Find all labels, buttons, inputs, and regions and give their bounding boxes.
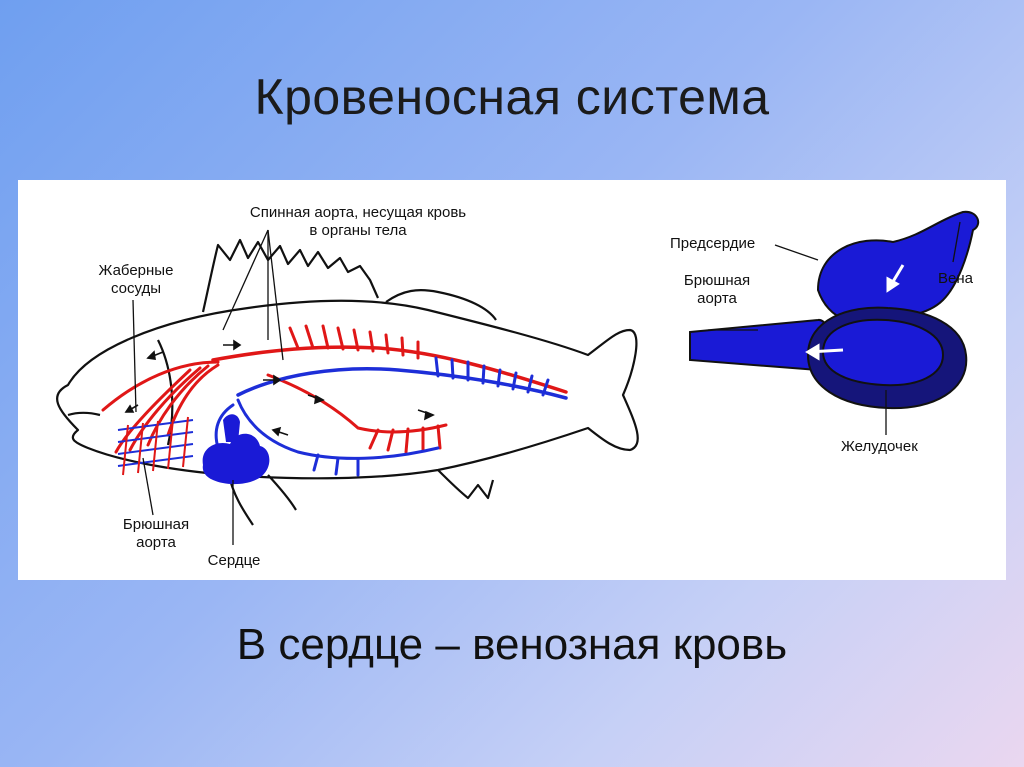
label-ventral-aorta-fish: Брюшная аорта xyxy=(106,516,206,552)
page-title: Кровеносная система xyxy=(254,69,770,125)
label-ventral-aorta-fish-line1: Брюшная xyxy=(122,516,190,533)
caption: В сердце – венозная кровь xyxy=(236,620,788,669)
label-ventral-aorta-heart: Брюшная аорта xyxy=(672,272,762,308)
fish-heart xyxy=(202,414,270,485)
label-ventral-aorta-heart-line1: Брюшная xyxy=(683,272,751,289)
label-ventral-aorta-fish-line2: аорта xyxy=(136,534,176,551)
heart-detail xyxy=(689,210,980,410)
circulatory-diagram xyxy=(56,210,980,545)
label-ventral-aorta-heart-line2: аорта xyxy=(697,290,737,307)
label-gill-vessels-line1: Жаберные xyxy=(98,262,174,279)
gill-vessels-grid xyxy=(117,416,194,476)
label-dorsal-aorta-line1: Спинная аорта, несущая кровь xyxy=(249,204,467,221)
label-dorsal-aorta: Спинная аорта, несущая кровь в органы те… xyxy=(218,204,498,240)
heart-arrows xyxy=(805,264,905,361)
heart-leaders xyxy=(708,221,961,435)
label-dorsal-aorta-line2: в органы тела xyxy=(309,222,407,239)
label-gill-vessels-line2: сосуды xyxy=(110,280,162,297)
diagram-panel: Спинная аорта, несущая кровь в органы те… xyxy=(18,180,1006,580)
label-atrium: Предсердие xyxy=(670,235,756,252)
label-ventricle: Желудочек xyxy=(841,438,918,455)
label-gill-vessels: Жаберные сосуды xyxy=(86,262,186,298)
leader-lines xyxy=(132,229,284,545)
label-heart: Сердце xyxy=(207,552,261,569)
venous-vessels xyxy=(214,356,568,477)
label-vein: Вена xyxy=(938,270,973,287)
